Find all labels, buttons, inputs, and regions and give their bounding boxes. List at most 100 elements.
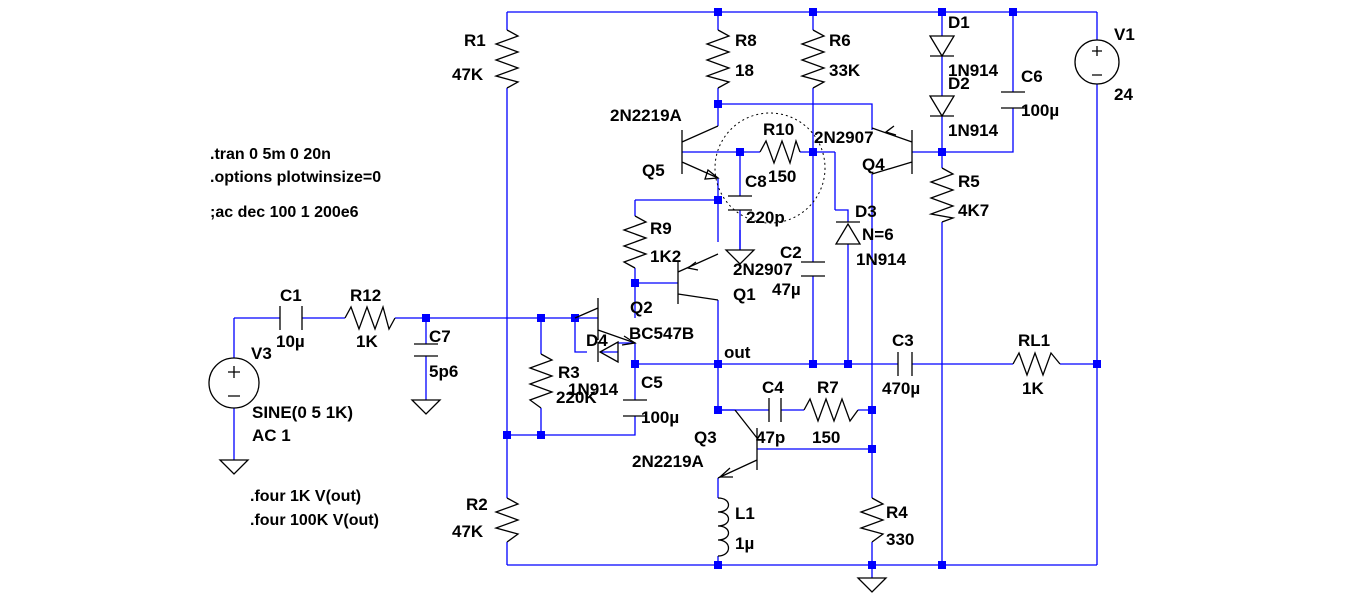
transistor-q3[interactable] [717, 409, 758, 479]
label-v3-name: V3 [251, 344, 272, 363]
resistor-r12[interactable] [344, 304, 396, 331]
resistor-r2[interactable] [493, 497, 520, 543]
label-q3-name: Q3 [694, 428, 717, 447]
label-r5-name: R5 [958, 172, 980, 191]
capacitor-c7[interactable] [414, 343, 438, 357]
transistor-q5[interactable] [681, 125, 720, 180]
label-r10-value: 150 [768, 167, 796, 186]
resistor-r3[interactable] [528, 353, 554, 409]
directive-ac: ;ac dec 100 1 200e6 [210, 204, 359, 221]
resistor-r10[interactable] [759, 138, 801, 166]
resistor-r8[interactable] [704, 29, 731, 89]
label-l1-name: L1 [735, 504, 755, 523]
diode-d1[interactable] [928, 35, 956, 58]
label-q2-name: Q2 [630, 298, 653, 317]
label-c7-name: C7 [429, 327, 451, 346]
thermal-coupling-circle [714, 112, 826, 224]
label-c1-name: C1 [280, 286, 302, 305]
label-r1-name: R1 [464, 31, 486, 50]
label-d1-name: D1 [948, 13, 970, 32]
label-c1-value: 10µ [276, 332, 305, 351]
label-c5-name: C5 [641, 373, 663, 392]
resistor-r7[interactable] [803, 397, 859, 423]
label-c6-value: 100µ [1021, 101, 1059, 120]
label-c3-name: C3 [892, 331, 914, 350]
label-d4-name: D4 [586, 331, 608, 350]
label-c4-value: 47p [756, 428, 785, 447]
label-c5-value: 100µ [641, 408, 679, 427]
label-c2-name: C2 [780, 243, 802, 262]
label-q5-name: Q5 [642, 161, 665, 180]
label-c4-name: C4 [762, 378, 784, 397]
label-r6-name: R6 [829, 31, 851, 50]
capacitor-c5[interactable] [623, 399, 647, 417]
diode-d4[interactable] [597, 340, 619, 364]
label-q1-name: Q1 [733, 285, 756, 304]
capacitor-c1[interactable] [279, 306, 303, 330]
net-label-out: out [724, 343, 751, 362]
resistor-r6[interactable] [799, 29, 826, 89]
label-v3-ac: AC 1 [252, 426, 291, 445]
transistor-q1[interactable] [677, 253, 719, 304]
label-r12-name: R12 [350, 286, 381, 305]
capacitor-c6[interactable] [1001, 91, 1025, 109]
label-d2-value: 1N914 [948, 121, 999, 140]
label-v1-value: 24 [1114, 85, 1133, 104]
diode-d3[interactable] [834, 221, 862, 245]
label-r2-value: 47K [452, 522, 484, 541]
label-r9-value: 1K2 [650, 247, 681, 266]
resistor-rl1[interactable] [1012, 351, 1061, 377]
label-d3-value: 1N914 [856, 250, 907, 269]
label-d2-name: D2 [948, 74, 970, 93]
inductor-l1[interactable] [717, 497, 730, 557]
transistor-q2[interactable] [574, 298, 637, 346]
ground-v3 [218, 459, 250, 475]
capacitor-c4[interactable] [768, 398, 782, 422]
label-r4-value: 330 [886, 530, 914, 549]
capacitor-c3[interactable] [897, 352, 913, 376]
label-r8-name: R8 [735, 31, 757, 50]
transistor-q4[interactable] [871, 125, 913, 175]
resistor-r9[interactable] [622, 215, 648, 269]
label-c8-name: C8 [745, 172, 767, 191]
directive-four-1k: .four 1K V(out) [250, 488, 361, 505]
label-c3-value: 470µ [882, 379, 920, 398]
label-d3-name: D3 [855, 202, 877, 221]
component-labels: R1 47K R2 47K R8 18 R6 33K R5 4K7 R9 1K2… [251, 13, 1135, 553]
label-c2-value: 47µ [772, 280, 801, 299]
label-q4-name: Q4 [862, 155, 885, 174]
label-r10-name: R10 [763, 120, 794, 139]
capacitor-c8[interactable] [728, 195, 752, 211]
capacitor-c2[interactable] [801, 261, 825, 277]
label-q4-value: 2N2907 [814, 128, 874, 147]
label-rl1-value: 1K [1022, 379, 1044, 398]
spice-directives: .tran 0 5m 0 20n .options plotwinsize=0 … [210, 146, 381, 529]
label-q5-value: 2N2219A [610, 106, 682, 125]
ground-c7 [410, 399, 442, 415]
resistor-r1[interactable] [493, 29, 520, 89]
label-r3-value: 220K [556, 388, 597, 407]
directive-options: .options plotwinsize=0 [210, 169, 381, 186]
label-r7-value: 150 [812, 428, 840, 447]
voltage-source-v1[interactable] [1074, 39, 1120, 85]
label-r2-name: R2 [466, 495, 488, 514]
resistor-r5[interactable] [928, 167, 956, 223]
label-c6-name: C6 [1021, 67, 1043, 86]
label-r7-name: R7 [817, 378, 839, 397]
label-r3-name: R3 [558, 363, 580, 382]
junction-nodes [422, 8, 1101, 569]
label-d1-value: 1N914 [948, 61, 999, 80]
label-r4-name: R4 [886, 503, 908, 522]
ground-main [856, 577, 888, 593]
label-c8-value: 220p [746, 208, 785, 227]
label-d3-extra: N=6 [862, 225, 894, 244]
diode-d2[interactable] [928, 95, 956, 118]
voltage-source-v3[interactable] [208, 357, 260, 409]
wires [233, 11, 1098, 578]
resistor-r4[interactable] [858, 497, 885, 543]
label-rl1-name: RL1 [1018, 331, 1050, 350]
label-r12-value: 1K [356, 332, 378, 351]
label-r1-value: 47K [452, 65, 484, 84]
label-c7-value: 5p6 [429, 362, 458, 381]
